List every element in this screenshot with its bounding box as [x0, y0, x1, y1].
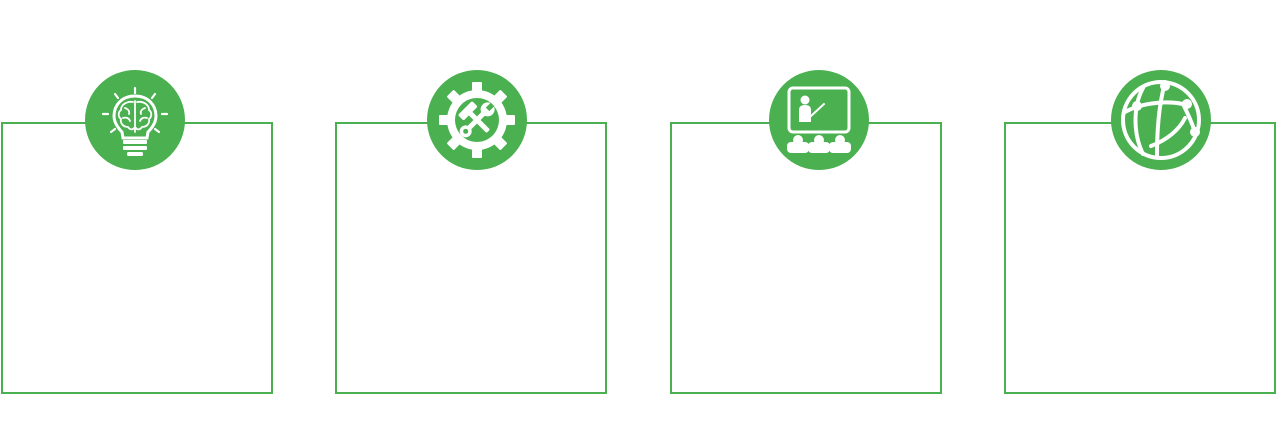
gear-tools-icon: [439, 82, 515, 158]
presentation-badge: [769, 70, 869, 170]
network-badge: [1111, 70, 1211, 170]
presentation-icon: [787, 86, 851, 153]
globe-network-icon: [1121, 80, 1201, 160]
lightbulb-brain-icon: [101, 86, 169, 156]
idea-badge: [85, 70, 185, 170]
card-network: [1004, 122, 1276, 394]
tools-badge: [427, 70, 527, 170]
